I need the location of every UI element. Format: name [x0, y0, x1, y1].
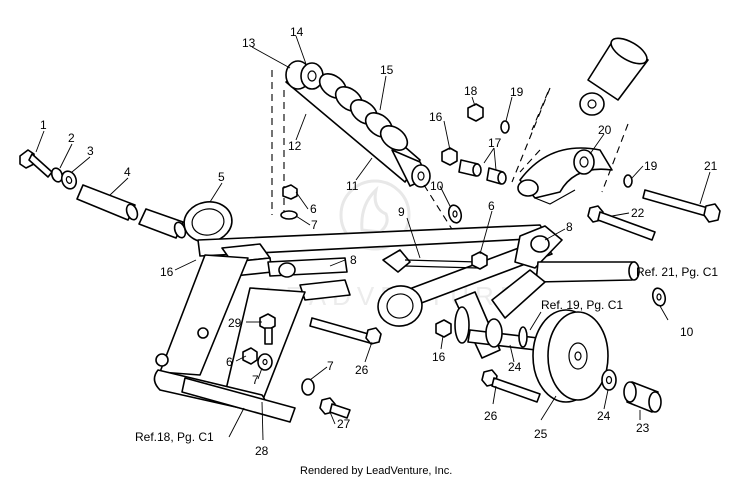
part-washer-24 — [601, 369, 617, 391]
ref-19-label: Ref. 19, Pg. C1 — [541, 298, 623, 312]
part-bolt-26b — [481, 369, 541, 403]
part-bolt-22 — [587, 205, 656, 241]
part-washer-10a — [447, 204, 463, 224]
part-bolt-26a — [309, 317, 382, 345]
callout-16a: 16 — [429, 110, 443, 124]
part-washer-7b — [257, 353, 273, 371]
callout-23: 23 — [636, 421, 650, 435]
callout-5: 5 — [218, 170, 225, 184]
callout-18: 18 — [464, 84, 478, 98]
callout-26b: 26 — [484, 409, 498, 423]
part-spacer-4 — [76, 184, 187, 239]
callout-24a: 24 — [508, 360, 522, 374]
callout-11: 11 — [346, 179, 359, 193]
callout-28: 28 — [255, 444, 269, 458]
callout-6c: 6 — [226, 355, 233, 369]
callout-1: 1 — [40, 118, 47, 132]
part-nut-16c — [435, 319, 452, 338]
part-upper-shock — [519, 37, 649, 173]
align-line-right-2 — [601, 123, 629, 193]
part-spacer-23 — [623, 381, 662, 413]
callout-26a: 26 — [355, 363, 369, 377]
callout-15: 15 — [380, 63, 394, 77]
callout-27: 27 — [337, 417, 351, 431]
callout-7c: 7 — [252, 373, 259, 387]
part-sleeve-lower — [377, 285, 423, 327]
callout-22: 22 — [631, 206, 645, 220]
part-bushing-17 — [458, 159, 507, 185]
part-washer-3 — [60, 170, 78, 190]
callout-8b: 8 — [566, 220, 573, 234]
part-bolt-1 — [19, 149, 53, 178]
callout-8a: 8 — [350, 253, 357, 267]
part-nut-18 — [467, 103, 484, 122]
callout-19b: 19 — [644, 159, 658, 173]
part-bracket-20 — [517, 147, 613, 205]
part-lower-rails — [153, 254, 306, 423]
callout-19a: 19 — [510, 85, 524, 99]
part-nut-6a — [282, 184, 298, 200]
part-washer-19b — [623, 174, 633, 188]
part-washer-7a — [280, 210, 298, 220]
footer-credit: Rendered by LeadVenture, Inc. — [300, 465, 452, 477]
part-washer-10b — [651, 287, 667, 307]
part-washer-7c — [301, 378, 315, 396]
callout-14: 14 — [290, 25, 304, 39]
callout-10a: 10 — [430, 179, 444, 193]
reference-labels: Ref. 21, Pg. C1 Ref. 19, Pg. C1 Ref.18, … — [135, 265, 718, 444]
part-bolt-29 — [259, 313, 276, 345]
callout-16c: 16 — [432, 350, 446, 364]
part-washer-19a — [500, 120, 510, 134]
ref-18-label: Ref.18, Pg. C1 — [135, 430, 214, 444]
callout-9: 9 — [398, 205, 405, 219]
callout-24b: 24 — [597, 409, 611, 423]
callout-10b: 10 — [680, 325, 694, 339]
callout-6a: 6 — [310, 202, 317, 216]
callout-4: 4 — [124, 165, 131, 179]
callout-20: 20 — [598, 123, 612, 137]
part-link-9 — [382, 249, 479, 273]
callout-6b: 6 — [488, 199, 495, 213]
part-nut-6b — [242, 347, 258, 365]
callout-7a: 7 — [311, 218, 318, 232]
callout-12: 12 — [288, 139, 302, 153]
part-bolt-21 — [642, 189, 721, 223]
callout-13: 13 — [242, 36, 256, 50]
callout-21: 21 — [704, 159, 718, 173]
part-shock-absorber — [285, 60, 431, 188]
ref-21-label: Ref. 21, Pg. C1 — [636, 265, 718, 279]
callout-17: 17 — [488, 136, 502, 150]
part-wheel-25 — [532, 309, 609, 403]
leader-lines — [35, 35, 711, 441]
part-washer-2 — [50, 167, 64, 183]
callout-labels: 1 2 3 4 5 13 14 15 12 11 6 7 10 18 19 16… — [40, 25, 718, 458]
callout-3: 3 — [87, 144, 94, 158]
callout-29: 29 — [228, 316, 242, 330]
callout-16b: 16 — [160, 265, 174, 279]
part-nut-16a — [441, 147, 458, 166]
callout-7b: 7 — [327, 359, 334, 373]
callout-2: 2 — [68, 131, 75, 145]
callout-25: 25 — [534, 427, 548, 441]
part-nut-16b — [471, 251, 488, 270]
part-bolt-27 — [319, 397, 351, 419]
